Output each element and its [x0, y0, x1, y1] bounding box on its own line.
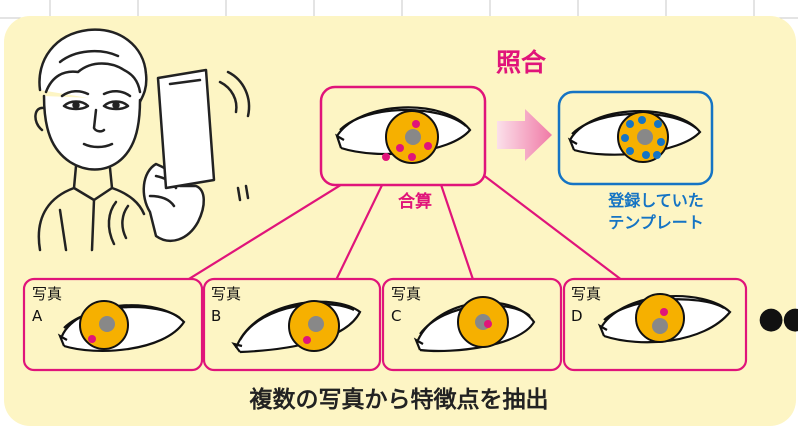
photo-box-c [381, 277, 563, 372]
photo-d-letter: D [571, 307, 583, 325]
feature-point-a [88, 335, 96, 343]
sum-label: 合算 [398, 192, 432, 212]
match-arrow [497, 109, 552, 161]
feature-point-b [303, 336, 311, 344]
template-label-line-1: 登録していた [608, 191, 704, 210]
photo-a-letter: A [32, 307, 43, 325]
photo-b-letter: B [211, 307, 222, 325]
person-with-phone-illustration [34, 28, 251, 252]
template-eye-box [557, 90, 714, 186]
feature-point-c [484, 320, 492, 328]
photo-box-a [22, 277, 204, 372]
footer-caption: 複数の写真から特徴点を抽出 [249, 387, 549, 413]
top-grid [0, 0, 798, 19]
photo-c-label: 写真 [391, 285, 422, 303]
template-label-line-2: テンプレート [608, 212, 704, 232]
photo-box-d [562, 277, 748, 372]
photo-c-letter: C [391, 307, 402, 325]
photo-b-label: 写真 [211, 285, 242, 303]
match-title: 照合 [496, 48, 547, 77]
photo-a-label: 写真 [32, 285, 63, 303]
query-feature-points [382, 120, 432, 161]
template-label: 登録していた テンプレート [586, 190, 726, 233]
more-photos-ellipsis: ●●● [758, 301, 798, 336]
feature-point-d [660, 308, 668, 316]
template-feature-points [621, 116, 665, 159]
query-eye-box [319, 85, 487, 187]
photo-d-label: 写真 [571, 285, 602, 303]
photo-box-b [202, 277, 382, 372]
